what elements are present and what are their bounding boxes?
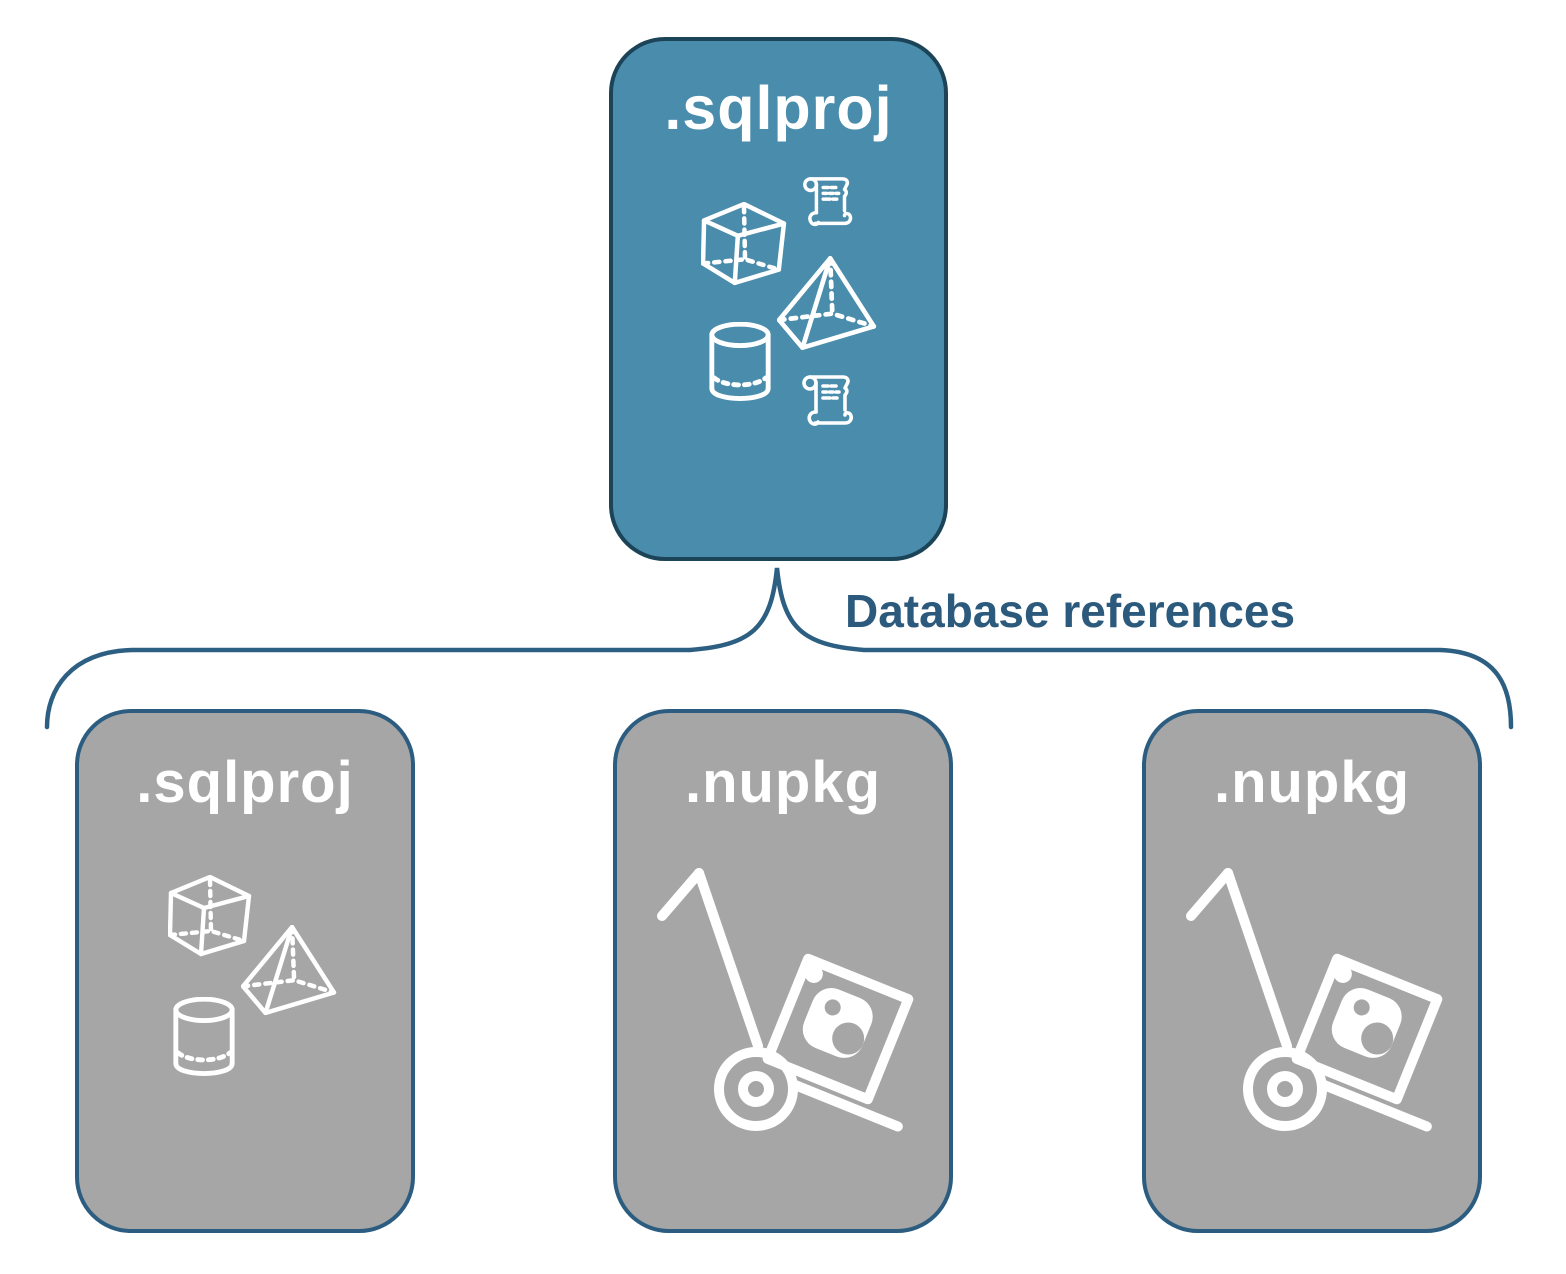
hand-truck-package-icon — [1171, 861, 1451, 1141]
root-box-title: .sqlproj — [664, 74, 893, 142]
cylinder-icon — [170, 997, 238, 1083]
scroll-icon — [799, 174, 859, 234]
cube-icon — [701, 202, 787, 286]
child-box-title: .nupkg — [684, 750, 882, 815]
child-box-nupkg-1: .nupkg — [613, 709, 953, 1233]
root-box-sqlproj: .sqlproj — [609, 37, 948, 561]
pyramid-icon — [777, 256, 877, 350]
pyramid-icon — [241, 925, 337, 1015]
cylinder-icon — [706, 322, 774, 408]
child-box-title: .sqlproj — [136, 750, 354, 815]
child-box-sqlproj: .sqlproj — [75, 709, 415, 1233]
child-box-nupkg-2: .nupkg — [1142, 709, 1482, 1233]
connector-label: Database references — [845, 585, 1296, 637]
hand-truck-package-icon — [642, 861, 922, 1141]
child-box-title: .nupkg — [1213, 750, 1411, 815]
scroll-icon — [799, 372, 859, 434]
cube-icon — [168, 875, 252, 957]
